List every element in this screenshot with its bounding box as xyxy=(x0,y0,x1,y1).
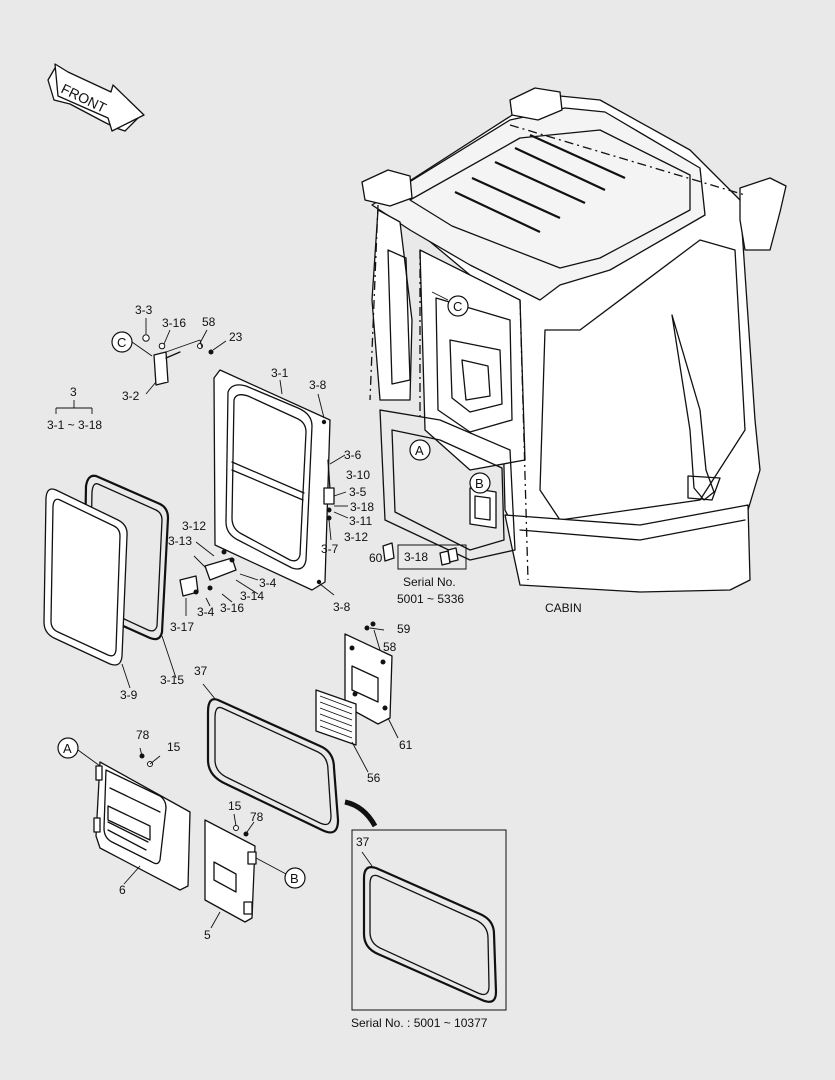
inset-seal-37 xyxy=(351,829,507,1011)
callout-a-panel: A xyxy=(57,737,101,767)
label-3-14: 3-14 xyxy=(240,589,264,603)
serial-inset-1 xyxy=(397,544,467,570)
label-61: 61 xyxy=(399,738,413,752)
label-3-9: 3-9 xyxy=(120,688,138,702)
part-labels: 3-3 3-16 58 23 3-2 3 3-1 ~ 3-18 3-1 3-8 … xyxy=(47,303,488,1030)
label-3-2: 3-2 xyxy=(122,389,140,403)
label-3-6: 3-6 xyxy=(344,448,362,462)
label-3-11: 3-11 xyxy=(349,514,372,528)
label-3-16-top: 3-16 xyxy=(162,316,186,330)
label-3-4-left: 3-4 xyxy=(197,605,215,619)
svg-text:B: B xyxy=(475,476,484,491)
callout-c-cabin: C xyxy=(431,291,469,317)
label-3-3: 3-3 xyxy=(135,303,153,317)
label-3-17: 3-17 xyxy=(170,620,194,634)
label-3-10: 3-10 xyxy=(346,468,370,482)
cabin-label: CABIN xyxy=(545,601,582,615)
callout-b-panel: B xyxy=(255,857,306,889)
label-59: 59 xyxy=(397,622,411,636)
panel-5 xyxy=(204,819,257,923)
label-23: 23 xyxy=(229,330,243,344)
label-3-4-right: 3-4 xyxy=(259,576,277,590)
label-3-5: 3-5 xyxy=(349,485,367,499)
label-3-12-left: 3-12 xyxy=(182,519,206,533)
label-15-right: 15 xyxy=(228,799,242,813)
label-assembly-number: 3 xyxy=(70,385,77,399)
label-3-18-inset: 3-18 xyxy=(404,550,428,564)
callout-b-cabin: B xyxy=(469,472,491,494)
label-assembly-range: 3-1 ~ 3-18 xyxy=(47,418,102,432)
label-3-13: 3-13 xyxy=(168,534,192,548)
label-serial-range: 5001 ~ 5336 xyxy=(397,592,464,606)
label-78-left: 78 xyxy=(136,728,150,742)
label-3-8-bottom: 3-8 xyxy=(333,600,351,614)
label-3-8-top: 3-8 xyxy=(309,378,327,392)
label-3-15: 3-15 xyxy=(160,673,184,687)
label-58-right: 58 xyxy=(383,640,397,654)
label-58-top: 58 xyxy=(202,315,216,329)
cabin-body xyxy=(361,87,787,593)
door-frame-3-1 xyxy=(213,369,331,591)
hinge-3-2 xyxy=(142,334,214,386)
label-3-7: 3-7 xyxy=(321,542,339,556)
label-37-main: 37 xyxy=(194,664,208,678)
svg-text:C: C xyxy=(453,299,462,314)
label-6: 6 xyxy=(119,883,126,897)
panel-6 xyxy=(93,753,191,891)
label-serial-bottom: Serial No. : 5001 ~ 10377 xyxy=(351,1016,488,1030)
label-3-16-bottom: 3-16 xyxy=(220,601,244,615)
seal-3-15 xyxy=(82,474,170,641)
label-3-18-a: 3-18 xyxy=(350,500,374,514)
label-15-left: 15 xyxy=(167,740,181,754)
label-78-right: 78 xyxy=(250,810,264,824)
callout-a-cabin: A xyxy=(409,439,431,461)
svg-text:B: B xyxy=(290,871,299,886)
leader-lines xyxy=(55,318,399,929)
svg-text:A: A xyxy=(63,741,72,756)
label-5: 5 xyxy=(204,928,211,942)
label-60: 60 xyxy=(369,551,383,565)
glass-3-9 xyxy=(43,488,128,666)
latch-parts xyxy=(323,459,349,541)
svg-text:A: A xyxy=(415,443,424,458)
svg-text:C: C xyxy=(117,335,126,350)
callout-c-door: C xyxy=(111,331,153,357)
label-3-12-right: 3-12 xyxy=(344,530,368,544)
cover-plate-61 xyxy=(344,621,393,725)
filter-56 xyxy=(315,689,357,746)
inset-arrow xyxy=(344,799,378,828)
seal-37 xyxy=(206,698,340,834)
label-37-inset: 37 xyxy=(356,835,370,849)
label-serial-title: Serial No. xyxy=(403,575,456,589)
lower-hinge xyxy=(179,541,259,616)
label-3-1: 3-1 xyxy=(271,366,289,380)
front-arrow: FRONT xyxy=(47,63,145,132)
label-56: 56 xyxy=(367,771,381,785)
part-60 xyxy=(382,542,395,562)
